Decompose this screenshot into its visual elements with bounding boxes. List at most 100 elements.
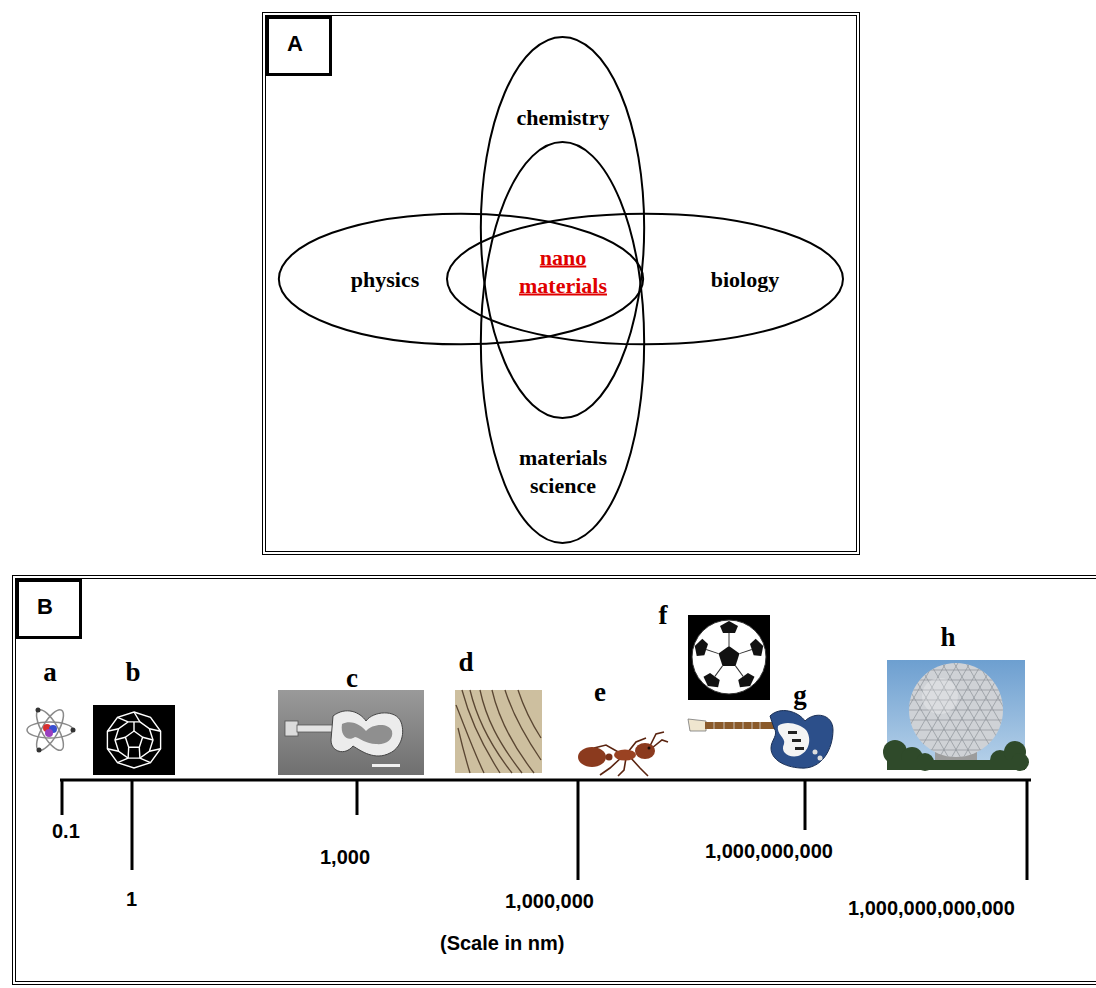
soccer-ball-icon-part-part bbox=[735, 666, 743, 677]
scale-axis-part bbox=[577, 780, 580, 880]
electric-guitar-photo-part bbox=[788, 731, 797, 734]
nano-guitar-micrograph bbox=[278, 690, 424, 775]
geodesic-sphere-photo-part bbox=[887, 660, 1025, 770]
panel-label: B bbox=[16, 579, 82, 639]
atom-icon-part bbox=[71, 728, 76, 733]
buckyball-icon-part-part bbox=[127, 747, 129, 758]
electric-guitar-photo-part-part bbox=[724, 722, 725, 729]
ellipse-outline bbox=[481, 37, 644, 418]
scale-value: 1,000 bbox=[320, 846, 370, 869]
ant-photo-part bbox=[648, 747, 651, 750]
atom-icon-part bbox=[32, 706, 69, 754]
ant-photo-part bbox=[635, 743, 655, 759]
buckyball-icon bbox=[93, 705, 175, 775]
geodesic-sphere-photo-part-part bbox=[902, 656, 962, 760]
nano-guitar-micrograph-part bbox=[297, 725, 335, 732]
item-letter: a bbox=[43, 657, 57, 688]
nano-guitar-micrograph-part bbox=[285, 721, 298, 736]
field-name: chemistry bbox=[517, 104, 610, 132]
soccer-ball-icon-part-part bbox=[715, 666, 723, 677]
scale-axis-part bbox=[1026, 780, 1029, 880]
ant-photo-part bbox=[578, 747, 606, 767]
buckyball-icon-part bbox=[107, 712, 160, 768]
buckyball-icon-part-part bbox=[143, 737, 153, 740]
electric-guitar-photo-part bbox=[770, 711, 833, 769]
electric-guitar-photo-part-part bbox=[760, 722, 761, 729]
nano-guitar-micrograph-part bbox=[372, 764, 400, 767]
item-letter: g bbox=[793, 680, 807, 711]
scale-axis-part bbox=[804, 780, 807, 830]
soccer-ball-icon-part bbox=[719, 646, 740, 666]
soccer-ball-icon-part bbox=[706, 633, 752, 676]
nano-guitar-micrograph-part bbox=[278, 690, 424, 775]
buckyball-icon-part-part bbox=[133, 722, 134, 731]
hair-strands-photo-part-part bbox=[518, 690, 541, 738]
item-letter: b bbox=[125, 657, 140, 688]
scale-value: 0.1 bbox=[52, 820, 80, 843]
scale-axis-part bbox=[61, 780, 64, 815]
field-ellipse: chemistry bbox=[480, 35, 645, 420]
buckyball-icon-part-part bbox=[149, 729, 160, 732]
field-ellipse: materials science bbox=[480, 140, 645, 545]
ellipse-outline bbox=[447, 214, 843, 345]
electric-guitar-photo-part bbox=[705, 722, 775, 729]
hair-strands-photo bbox=[455, 690, 542, 773]
electric-guitar-photo-part-part bbox=[734, 722, 735, 729]
geodesic-sphere-photo-part bbox=[922, 678, 958, 714]
electric-guitar-photo-part bbox=[792, 739, 801, 742]
hair-strands-photo-part-part bbox=[456, 705, 484, 773]
buckyball-icon-part-part bbox=[118, 717, 129, 722]
scale-axis-part bbox=[356, 780, 359, 815]
geodesic-sphere-photo-part-part bbox=[914, 656, 974, 760]
axis-unit: (Scale in nm) bbox=[440, 932, 564, 955]
ant-photo-part bbox=[614, 750, 636, 761]
electric-guitar-photo-part-part bbox=[714, 722, 715, 729]
nano-guitar-micrograph-part bbox=[331, 711, 403, 756]
item-letter: h bbox=[940, 622, 955, 653]
buckyball-icon-part-part bbox=[149, 749, 160, 752]
ant-photo bbox=[578, 732, 668, 776]
buckyball-icon-part-part bbox=[134, 712, 140, 722]
geodesic-sphere-photo-part-part bbox=[950, 656, 1010, 760]
soccer-ball-icon-part-part bbox=[706, 650, 718, 654]
atom-icon bbox=[27, 706, 76, 754]
soccer-ball-icon-part-part bbox=[749, 637, 766, 658]
ellipse-outline bbox=[279, 214, 643, 345]
soccer-ball-icon-part bbox=[692, 621, 766, 691]
hair-strands-photo-part-part bbox=[470, 690, 512, 773]
buckyball-icon-part-part bbox=[107, 729, 118, 732]
hair-strands-photo-part-part bbox=[480, 690, 522, 773]
geodesic-sphere-photo bbox=[878, 656, 1034, 771]
field-name: physics bbox=[351, 266, 419, 294]
scale-value: 1,000,000 bbox=[505, 890, 594, 913]
geodesic-sphere-photo-part-part bbox=[900, 680, 1010, 681]
electric-guitar-photo-part-part bbox=[743, 722, 744, 729]
hair-strands-photo-part bbox=[456, 690, 541, 773]
hair-strands-photo-part-part bbox=[458, 728, 470, 773]
electric-guitar-photo-part bbox=[688, 719, 706, 731]
buckyball-icon-part-part bbox=[125, 731, 142, 747]
central-topic: nano materials bbox=[503, 244, 623, 299]
field-name: biology bbox=[711, 266, 779, 294]
hair-strands-photo-part-part bbox=[492, 690, 534, 773]
buckyball-icon-part-part bbox=[115, 722, 153, 758]
geodesic-sphere-photo-part-part bbox=[900, 740, 1010, 741]
scale-value: 1,000,000,000,000 bbox=[848, 897, 1015, 920]
soccer-ball-icon bbox=[688, 615, 770, 700]
hair-strands-photo-part-part bbox=[505, 690, 541, 760]
electric-guitar-photo-part bbox=[795, 747, 804, 750]
atom-icon-part bbox=[37, 748, 42, 753]
geodesic-sphere-photo-part-part bbox=[900, 670, 1010, 671]
geodesic-sphere-photo-part-part bbox=[974, 656, 1034, 760]
ellipse-outline bbox=[481, 142, 644, 543]
field-name: materials science bbox=[493, 444, 633, 499]
electric-guitar-photo-part bbox=[778, 723, 810, 756]
scale-value: 1,000,000,000 bbox=[705, 840, 833, 863]
soccer-ball-icon-part-part bbox=[729, 633, 730, 646]
electric-guitar-photo bbox=[688, 711, 833, 769]
ant-photo-part bbox=[606, 754, 613, 761]
buckyball-icon-part-part bbox=[118, 758, 129, 763]
electric-guitar-photo-part bbox=[714, 722, 760, 729]
scale-axis-part bbox=[131, 780, 134, 870]
